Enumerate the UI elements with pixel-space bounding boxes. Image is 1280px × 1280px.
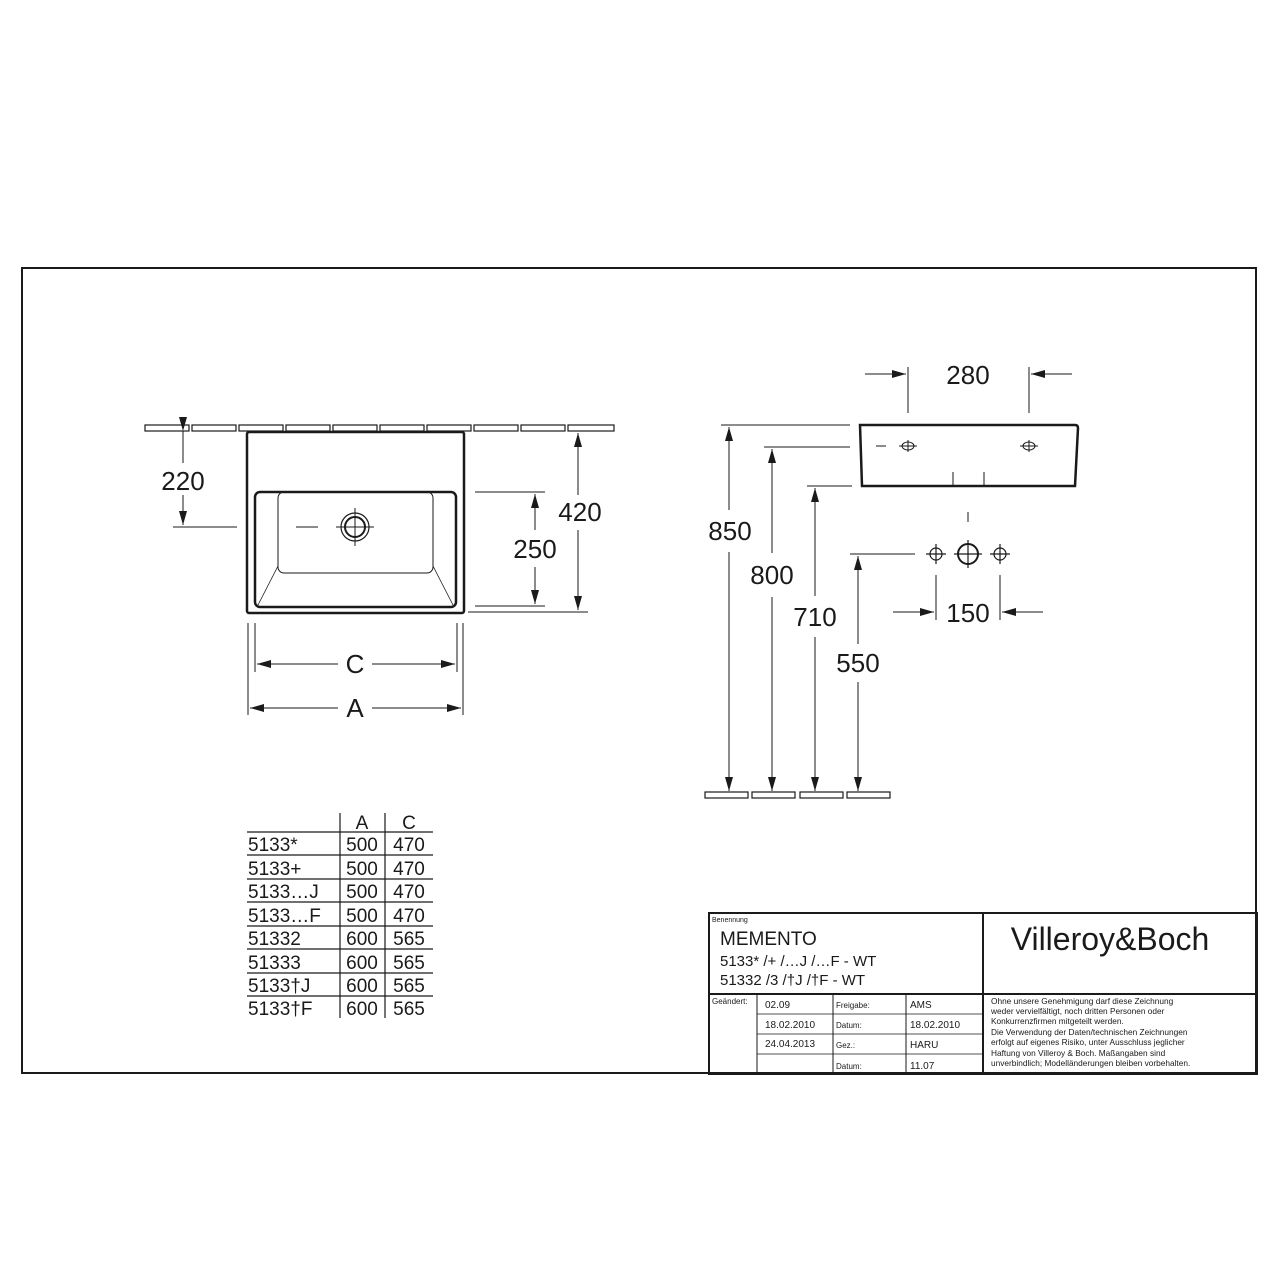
side-view: [704, 367, 1080, 799]
svg-text:erfolgt auf eigenes Risiko, un: erfolgt auf eigenes Risiko, unter Aussch…: [991, 1037, 1185, 1047]
disclaimer-text: Ohne unsere Genehmigung darf diese Zeich…: [990, 996, 1190, 1068]
svg-text:500: 500: [346, 835, 378, 856]
dim-710: 710: [793, 602, 836, 632]
svg-text:5133†F: 5133†F: [248, 999, 312, 1020]
svg-text:565: 565: [393, 929, 425, 950]
svg-text:5133…J: 5133…J: [248, 882, 319, 903]
product-name: MEMENTO: [720, 929, 817, 950]
svg-text:565: 565: [393, 953, 425, 974]
svg-text:470: 470: [393, 882, 425, 903]
waste-connection-icon: [926, 540, 1010, 568]
svg-text:600: 600: [346, 929, 378, 950]
basin-bowl: [277, 491, 434, 574]
drawing-frame: [21, 267, 1257, 1074]
top-view-labels: 220 250 420 C A: [161, 466, 601, 723]
dim-550: 550: [836, 648, 879, 678]
svg-text:470: 470: [393, 906, 425, 927]
dim-800: 800: [750, 560, 793, 590]
svg-text:5133†J: 5133†J: [248, 976, 310, 997]
basin-outer: [245, 430, 466, 615]
meta-values: AMS 18.02.2010 HARU 11.07: [910, 1000, 960, 1072]
svg-text:600: 600: [346, 976, 378, 997]
svg-text:Datum:: Datum:: [836, 1062, 862, 1071]
svg-text:18.02.2010: 18.02.2010: [765, 1020, 815, 1031]
floor-tiles: [704, 791, 891, 799]
svg-text:565: 565: [393, 976, 425, 997]
tap-hole-icon: [296, 508, 374, 546]
dim-c: C: [346, 649, 365, 679]
variants-table: A C 5133* 500 470 5133+ 500 470 5133…J 500 470…: [247, 813, 433, 1020]
svg-text:500: 500: [346, 859, 378, 880]
svg-text:02.09: 02.09: [765, 1000, 790, 1011]
svg-text:470: 470: [393, 859, 425, 880]
svg-text:Ohne unsere Genehmigung darf d: Ohne unsere Genehmigung darf diese Zeich…: [991, 996, 1174, 1006]
dim-220: 220: [161, 466, 204, 496]
svg-text:600: 600: [346, 999, 378, 1020]
revision-dates: 02.09 18.02.2010 24.04.2013: [765, 1000, 815, 1050]
svg-text:470: 470: [393, 835, 425, 856]
svg-text:565: 565: [393, 999, 425, 1020]
svg-text:51333: 51333: [248, 953, 301, 974]
table-rows: 5133* 500 470 5133+ 500 470 5133…J 500 470 513…: [248, 835, 425, 1020]
svg-text:24.04.2013: 24.04.2013: [765, 1039, 815, 1050]
basin-side: [858, 423, 1080, 488]
svg-text:18.02.2010: 18.02.2010: [910, 1020, 960, 1031]
dim-a: A: [346, 693, 364, 723]
svg-text:Gez.:: Gez.:: [836, 1041, 855, 1050]
svg-text:unverbindlich; Modelländerunge: unverbindlich; Modelländerungen bleiben …: [991, 1058, 1190, 1068]
svg-text:Datum:: Datum:: [836, 1021, 862, 1030]
brand-logo: Villeroy&Boch: [1011, 921, 1210, 957]
meta-labels: Freigabe: Datum: Gez.: Datum:: [836, 1001, 870, 1071]
svg-text:500: 500: [346, 906, 378, 927]
dim-250: 250: [513, 534, 556, 564]
svg-text:5133…F: 5133…F: [248, 906, 321, 927]
dim-280: 280: [946, 360, 989, 390]
dim-850: 850: [708, 516, 751, 546]
top-view: [144, 417, 615, 715]
dim-420: 420: [558, 497, 601, 527]
svg-text:51332: 51332: [248, 929, 301, 950]
svg-text:Die Verwendung der Daten/techn: Die Verwendung der Daten/technischen Zei…: [991, 1027, 1188, 1037]
svg-text:600: 600: [346, 953, 378, 974]
title-block: Benennung MEMENTO 5133* /+ /…J /…F - WT …: [708, 912, 1258, 1075]
dim-150: 150: [946, 598, 989, 628]
svg-text:Konkurrenzfirmen mitgeteilt we: Konkurrenzfirmen mitgeteilt werden.: [991, 1016, 1124, 1026]
svg-text:Freigabe:: Freigabe:: [836, 1001, 870, 1010]
svg-text:Haftung von Villeroy & Boch. M: Haftung von Villeroy & Boch. Maßangaben …: [991, 1048, 1166, 1058]
geaendert-label: Geändert:: [712, 997, 748, 1006]
svg-text:5133*: 5133*: [248, 835, 298, 856]
svg-text:500: 500: [346, 882, 378, 903]
wall-tiles: [144, 424, 615, 432]
svg-text:AMS: AMS: [910, 1000, 932, 1011]
svg-text:HARU: HARU: [910, 1040, 938, 1051]
table-header-c: C: [402, 813, 416, 834]
side-view-labels: 280 850 800 710 550 150: [708, 360, 989, 678]
svg-text:5133+: 5133+: [248, 859, 301, 880]
benennung-label: Benennung: [712, 917, 748, 924]
table-header-a: A: [356, 813, 369, 834]
svg-text:11.07: 11.07: [910, 1061, 935, 1072]
fixing-hole-icon: [876, 440, 1038, 522]
product-codes-line-1: 5133* /+ /…J /…F - WT: [720, 953, 876, 970]
svg-text:weder vervielfältigt, noch dri: weder vervielfältigt, noch dritten Perso…: [990, 1006, 1165, 1016]
product-codes-line-2: 51332 /3 /†J /†F - WT: [720, 972, 865, 989]
